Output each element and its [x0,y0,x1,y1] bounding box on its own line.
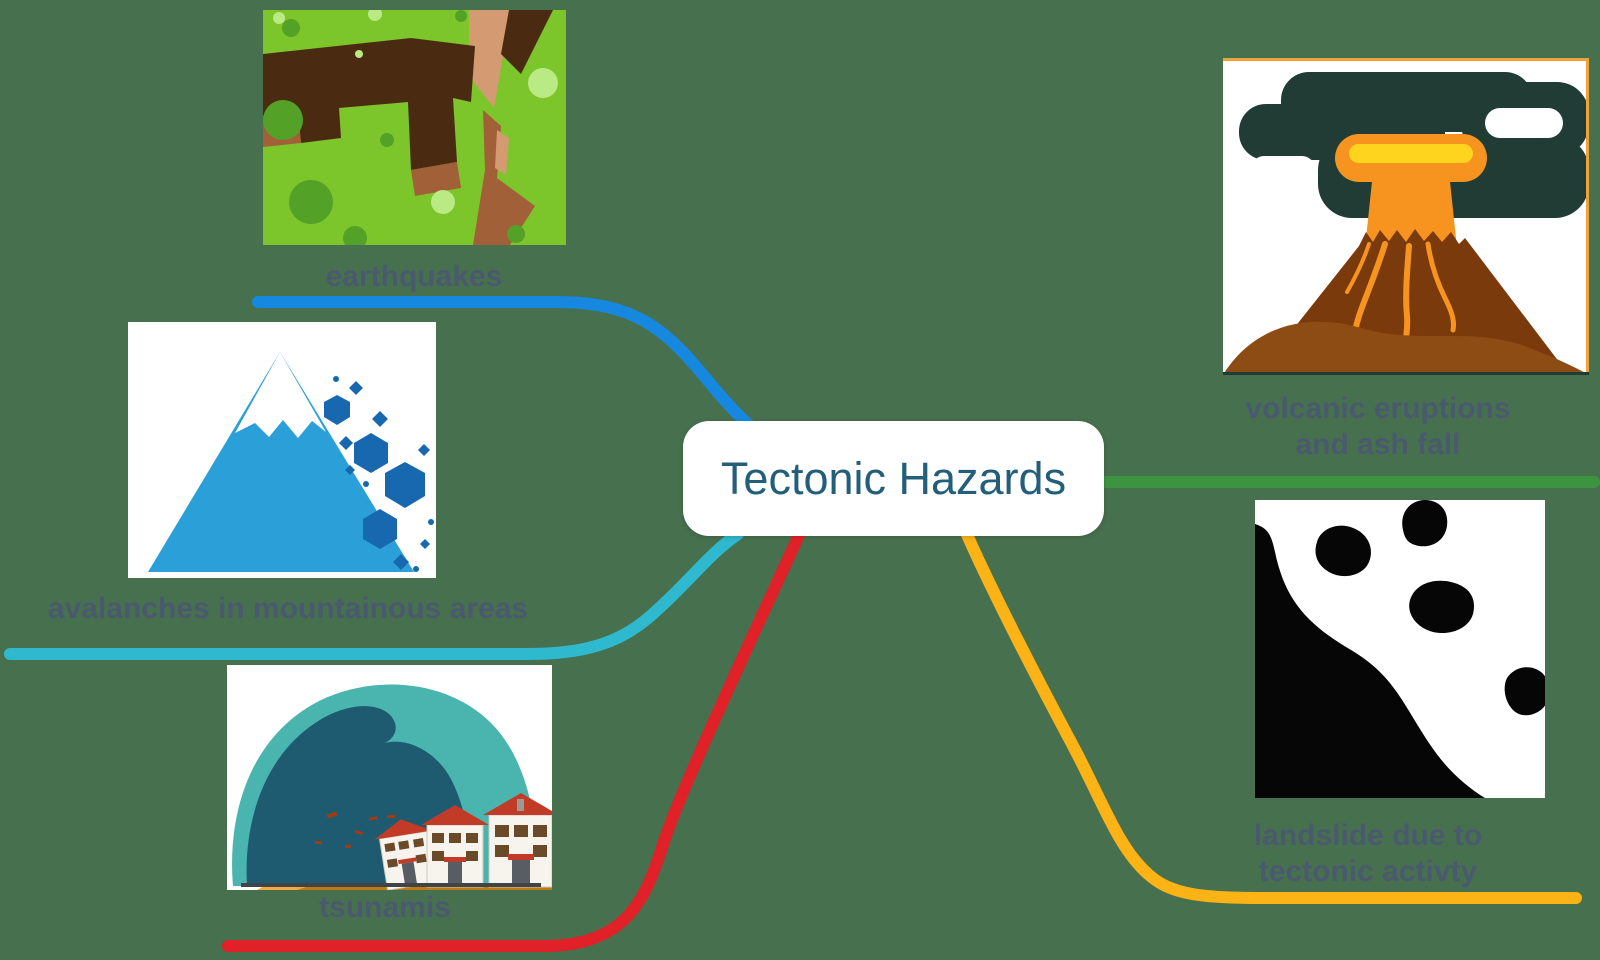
landslide-label[interactable]: landslide due to tectonic activty [1254,818,1482,890]
volcanic-label[interactable]: volcanic eruptions and ash fall [1245,391,1510,463]
volcanic-label-line1: volcanic eruptions [1245,392,1511,425]
landslide-label-line2: tectonic activty [1258,855,1478,888]
avalanches-connector [4,528,744,660]
foothill [1223,321,1589,375]
cracked-ground-earthquake-illustration [263,10,566,245]
image-border-top [1223,58,1589,61]
erupting-volcano-ash-cloud-illustration [1223,58,1589,375]
volcanic-image[interactable] [1223,58,1589,375]
tsunamis-connector [222,527,806,952]
image-border-bottom [1223,372,1589,375]
ground-line [241,883,541,887]
tsunami-wave-houses-illustration [227,665,552,890]
snow-cap [235,352,326,438]
landslide-connector [959,524,1582,904]
houses [374,793,552,890]
volcanic-label-line2: and ash fall [1295,428,1461,461]
avalanches-image[interactable] [128,322,436,578]
mountain-avalanche-illustration [128,322,436,578]
earthquakes-label[interactable]: earthquakes [325,260,503,293]
landslide-label-line1: landslide due to [1253,819,1483,852]
tsunamis-image[interactable] [227,665,552,890]
landslide-falling-rocks-illustration [1255,500,1545,798]
slope [1255,524,1485,798]
earthquakes-image[interactable] [263,10,566,245]
avalanches-label[interactable]: avalanches in mountainous areas [47,592,529,625]
grass-spots [263,10,558,245]
center-node-title: Tectonic Hazards [720,452,1067,504]
landslide-image[interactable] [1255,500,1545,798]
cloud-gaps [1251,108,1563,182]
debris [315,811,395,848]
mountain [148,352,414,572]
falling-rocks [324,376,434,572]
image-border-right [1586,58,1589,375]
falling-boulders [1315,500,1545,716]
center-node[interactable]: Tectonic Hazards [683,421,1104,536]
tsunamis-label[interactable]: tsunamis [319,891,451,924]
eruption-column [1335,134,1487,248]
